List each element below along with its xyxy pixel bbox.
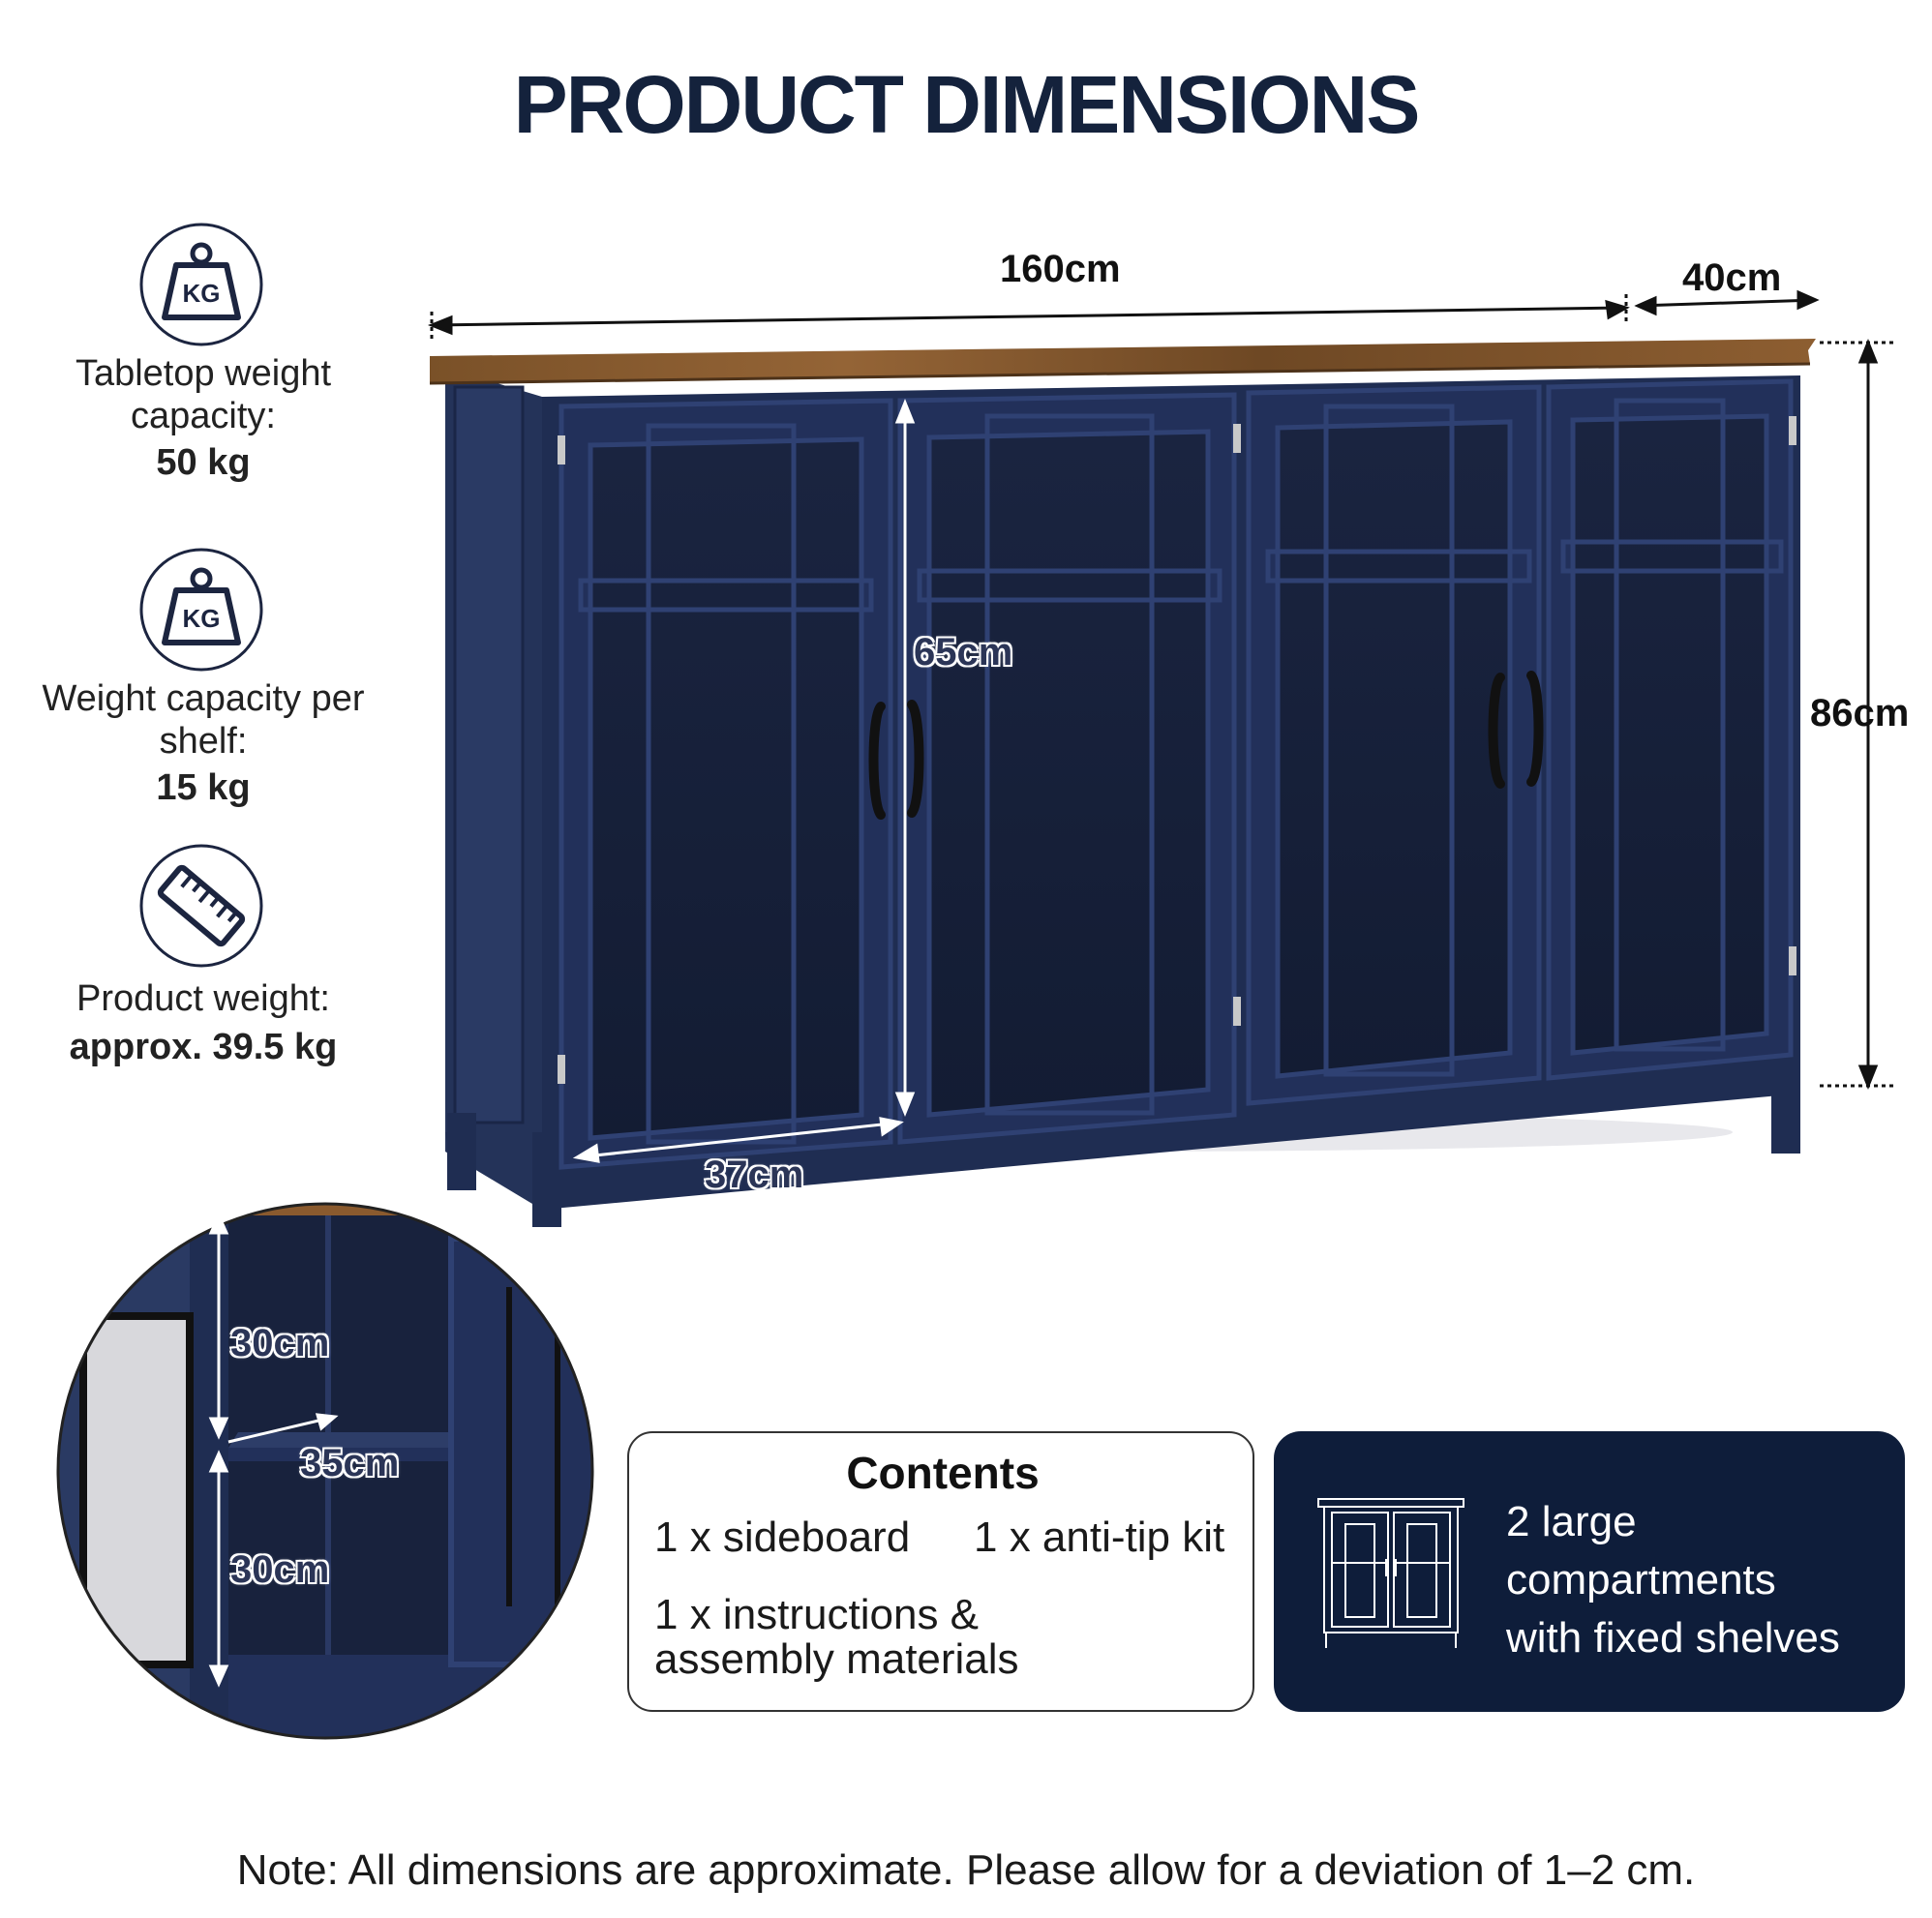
contents-item: 1 x instructions & xyxy=(654,1591,980,1638)
kg-label: KG xyxy=(183,279,221,308)
page-title: PRODUCT DIMENSIONS xyxy=(513,59,1421,150)
height-dimension-label: 86cm xyxy=(1810,692,1910,734)
sideboard-illustration xyxy=(427,289,1897,1227)
tabletop-capacity-label: Tabletop weight capacity: xyxy=(75,353,332,436)
shelf-depth-label: 35cm xyxy=(300,1442,400,1484)
ruler-icon xyxy=(139,844,263,968)
side-panel-frame xyxy=(453,385,525,1124)
compartments-text: 2 large compartments with fixed shelves xyxy=(1506,1493,1893,1667)
compartments-line: compartments xyxy=(1506,1556,1776,1603)
shelf-capacity-label: Weight capacity per shelf: xyxy=(42,678,365,762)
kg-label: KG xyxy=(183,604,221,633)
shelf-capacity-value: 15 kg xyxy=(156,767,251,808)
cabinet-leg xyxy=(447,1113,476,1190)
wood-tabletop xyxy=(430,339,1816,383)
cabinet-door xyxy=(1546,378,1794,1081)
contents-item: 1 x anti-tip kit xyxy=(974,1513,1225,1561)
contents-title: Contents xyxy=(846,1448,1040,1498)
product-weight-text: Product weight: approx. 39.5 kg xyxy=(39,977,368,1068)
shelf-detail-view xyxy=(56,1202,594,1740)
contents-item: assembly materials xyxy=(654,1635,1019,1683)
weight-kg-icon: KG xyxy=(139,223,263,346)
door-width-label: 37cm xyxy=(705,1154,804,1196)
tabletop-capacity-text: Tabletop weight capacity: 50 kg xyxy=(39,352,368,484)
width-dimension-label: 160cm xyxy=(1000,248,1121,290)
shelf-capacity-text: Weight capacity per shelf: 15 kg xyxy=(39,677,368,809)
cabinet-leg xyxy=(532,1132,561,1227)
dimensions-note: Note: All dimensions are approximate. Pl… xyxy=(236,1846,1696,1894)
weight-kg-icon: KG xyxy=(139,548,263,672)
contents-item: 1 x sideboard xyxy=(654,1513,911,1561)
dimension-lines xyxy=(427,289,1897,1091)
product-weight-label: Product weight: xyxy=(76,978,330,1019)
upper-shelf-height-label: 30cm xyxy=(230,1322,330,1364)
detail-dimension-lines xyxy=(208,1212,339,1688)
compartments-line: 2 large xyxy=(1506,1498,1637,1545)
door-handles xyxy=(868,671,1544,820)
inner-dimension-lines xyxy=(572,398,916,1163)
door-height-label: 65cm xyxy=(914,631,1013,674)
compartments-line: with fixed shelves xyxy=(1506,1614,1840,1662)
cabinet-door xyxy=(558,398,893,1170)
product-weight-value: approx. 39.5 kg xyxy=(69,1027,338,1067)
cabinet-outline-icon xyxy=(1317,1498,1464,1648)
cabinet-door xyxy=(897,392,1237,1145)
contents-box: Contents 1 x sideboard 1 x anti-tip kit … xyxy=(627,1431,1254,1712)
door-hinges xyxy=(558,416,1796,1084)
tabletop-capacity-value: 50 kg xyxy=(156,442,251,483)
cabinet-door xyxy=(1246,384,1542,1106)
lower-shelf-height-label: 30cm xyxy=(230,1548,330,1591)
cabinet-leg xyxy=(1771,1074,1800,1154)
depth-dimension-label: 40cm xyxy=(1682,256,1782,299)
compartments-box: 2 large compartments with fixed shelves xyxy=(1274,1431,1905,1712)
